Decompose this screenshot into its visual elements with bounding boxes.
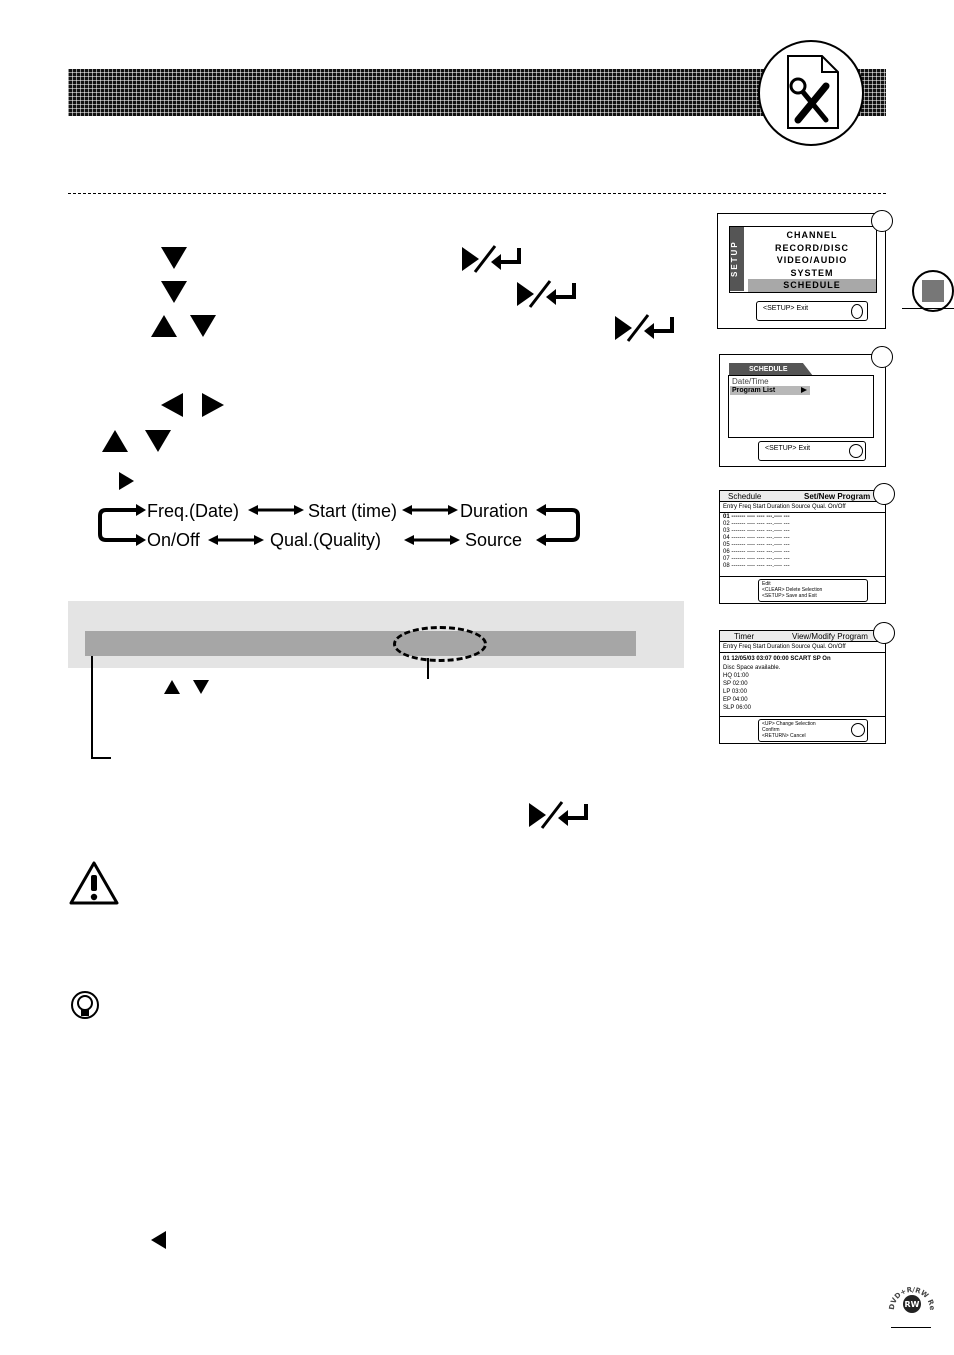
screen1-footer: <SETUP> Exit xyxy=(756,301,868,321)
table-row: 01 ------- ---- ---- ---.---- --- xyxy=(723,514,790,520)
flow-onoff: On/Off xyxy=(147,530,200,550)
logo-badge-text: RW xyxy=(905,1300,920,1309)
screen-schedule-menu: SCHEDULE Date/Time Program List <SETUP> … xyxy=(719,354,886,467)
quality-line: LP 03:00 xyxy=(723,689,747,695)
step-badge xyxy=(871,346,893,368)
play-enter-icon xyxy=(526,800,592,835)
table-row: 03 ------- ---- ---- ---.---- --- xyxy=(723,528,790,534)
flow-source: Source xyxy=(465,530,523,550)
highlight-ellipse xyxy=(393,626,487,662)
step-badge xyxy=(873,483,895,505)
screen1-footer-text: <SETUP> Exit xyxy=(763,305,809,312)
down-arrow-icon xyxy=(161,247,187,269)
menu-item-video-audio: VIDEO/AUDIO xyxy=(776,255,848,265)
table-row: 04 ------- ---- ---- ---.---- --- xyxy=(723,535,790,541)
screen3-footer: Edit <CLEAR> Delete Selection <SETUP> Sa… xyxy=(758,579,868,602)
flow-duration: Duration xyxy=(460,501,529,521)
screen4-title-bar xyxy=(720,631,885,642)
schedule-tab: SCHEDULE xyxy=(729,363,813,376)
quality-line: EP 04:00 xyxy=(723,697,748,703)
screen2-footer: <SETUP> Exit xyxy=(758,441,866,461)
down-arrow-icon xyxy=(145,430,171,452)
table-row: 06 ------- ---- ---- ---.---- --- xyxy=(723,549,790,555)
menu-item-schedule: SCHEDULE xyxy=(748,279,876,292)
screen4-title-left: Timer xyxy=(734,632,755,641)
up-arrow-icon xyxy=(151,315,177,337)
warning-icon xyxy=(68,860,120,911)
table-row: 08 ------- ---- ---- ---.---- --- xyxy=(723,563,790,569)
schedule-menu-box xyxy=(728,375,874,438)
screen3-title-left: Schedule xyxy=(728,492,762,501)
setup-tools-icon xyxy=(758,40,864,146)
menu-item-program-list: Program List xyxy=(732,387,776,394)
setup-menu-box xyxy=(729,226,877,293)
down-arrow-icon xyxy=(190,315,216,337)
screen4-columns: Entry Freq Start Duration Source Qual. O… xyxy=(723,644,846,650)
example-entry-bar xyxy=(85,631,636,656)
footer-save: <SETUP> Save and Exit xyxy=(762,593,817,599)
right-arrow-icon xyxy=(202,393,224,417)
nav-pad-icon xyxy=(849,444,863,458)
flow-quality: Qual.(Quality) xyxy=(270,530,382,550)
table-row: 05 ------- ---- ---- ---.---- --- xyxy=(723,542,790,548)
submenu-arrow-icon xyxy=(801,387,807,393)
bracket-line xyxy=(91,656,93,759)
menu-item-record-disc: RECORD/DISC xyxy=(774,243,849,253)
up-arrow-icon xyxy=(164,680,180,694)
play-enter-icon xyxy=(514,279,580,314)
screen4-footer: <UP> Change Selection Confirm <RETURN> C… xyxy=(758,719,868,742)
footer-clear: <CLEAR> Delete Selection xyxy=(762,587,823,593)
menu-item-date-time: Date/Time xyxy=(732,377,769,386)
step-badge xyxy=(873,622,895,644)
screen-setup-menu: SETUP CHANNEL RECORD/DISC VIDEO/AUDIO SY… xyxy=(717,213,886,329)
right-arrow-icon xyxy=(119,472,134,490)
menu-item-channel: CHANNEL xyxy=(786,230,838,240)
tab-underline xyxy=(902,308,954,309)
callout-line xyxy=(427,658,429,679)
bracket-foot xyxy=(91,757,111,759)
up-arrow-icon xyxy=(102,430,128,452)
setup-side-label: SETUP xyxy=(730,227,744,291)
nav-pad-icon xyxy=(851,723,865,737)
left-arrow-icon xyxy=(161,393,183,417)
down-arrow-icon xyxy=(161,281,187,303)
screen3-title-bar xyxy=(720,491,885,502)
footer-cancel: <RETURN> Cancel xyxy=(762,733,806,739)
screen-view-modify-program: Timer View/Modify Program Entry Freq Sta… xyxy=(719,630,886,744)
screen-set-new-program: Schedule Set/New Program Entry Freq Star… xyxy=(719,490,886,604)
screen3-title-right: Set/New Program xyxy=(804,492,871,501)
play-enter-icon xyxy=(459,244,525,279)
play-enter-icon xyxy=(612,313,678,348)
logo-underline xyxy=(891,1327,931,1328)
quality-line: HQ 01:00 xyxy=(723,673,749,679)
footer-change: <UP> Change Selection xyxy=(762,721,816,727)
setup-tab-icon xyxy=(912,270,954,312)
quality-line: SLP 06:00 xyxy=(723,705,751,711)
footer-confirm: Confirm xyxy=(762,727,780,733)
entry-row: 01 12/05/03 03:07 00:00 SCART SP On xyxy=(723,656,831,662)
section-divider xyxy=(68,193,886,194)
screen4-title-right: View/Modify Program xyxy=(792,632,868,641)
menu-item-system: SYSTEM xyxy=(790,268,834,278)
table-row: 07 ------- ---- ---- ---.---- --- xyxy=(723,556,790,562)
down-arrow-icon xyxy=(193,680,209,694)
flow-start: Start (time) xyxy=(308,501,398,521)
disc-space-line: Disc Space available. xyxy=(723,665,781,671)
screen3-columns: Entry Freq Start Duration Source Qual. O… xyxy=(723,504,846,510)
left-arrow-icon xyxy=(151,1231,166,1249)
screen2-footer-text: <SETUP> Exit xyxy=(765,445,811,452)
field-flow-diagram: Freq.(Date) Start (time) Duration On/Off… xyxy=(96,500,586,550)
flow-freq: Freq.(Date) xyxy=(147,501,240,521)
dvd-rw-recorder-logo: DVD+R/RW Recorder RW xyxy=(883,1272,938,1328)
quality-line: SP 02:00 xyxy=(723,681,748,687)
table-row: 02 ------- ---- ---- ---.---- --- xyxy=(723,521,790,527)
program-list-highlight xyxy=(730,386,810,395)
header-bar xyxy=(68,69,886,116)
tip-lightbulb-icon xyxy=(70,990,100,1029)
footer-edit: Edit xyxy=(762,581,771,587)
step-badge xyxy=(871,210,893,232)
nav-pad-icon xyxy=(851,304,863,319)
